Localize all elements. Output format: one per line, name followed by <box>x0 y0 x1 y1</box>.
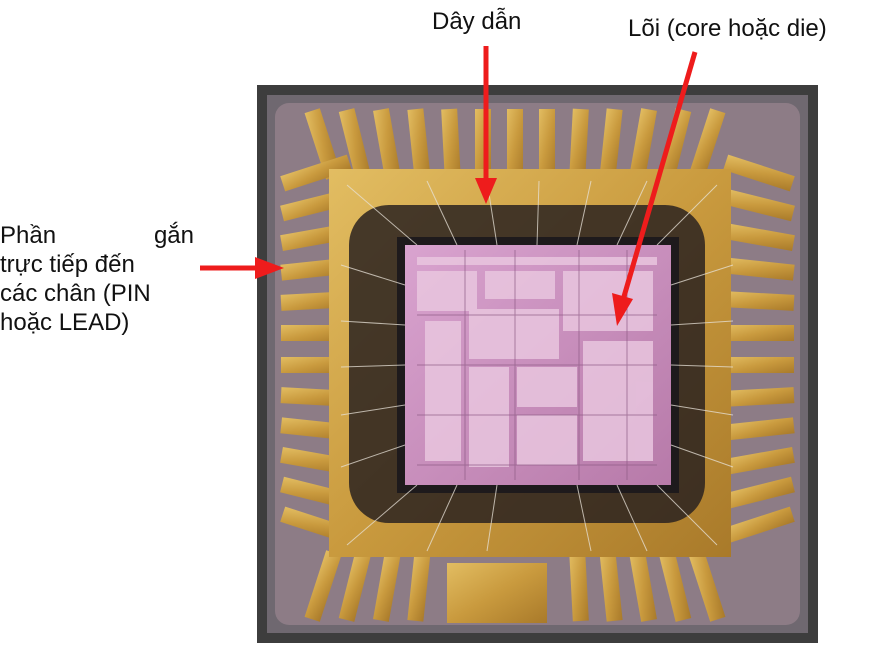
label-pin-line-1: Phần gắn <box>0 221 194 250</box>
chip-package-photo <box>257 85 818 643</box>
label-pin-line-3: các chân (PIN <box>0 280 151 307</box>
label-pin: Phần gắn trực tiếp đến các chân (PIN hoặ… <box>0 221 194 337</box>
ic-die-illustration <box>257 85 818 643</box>
label-pin-line-4: hoặc LEAD) <box>0 309 130 336</box>
label-wire: Dây dẫn <box>432 8 522 35</box>
label-pin-word-1: Phần <box>0 222 57 249</box>
label-pin-word-2: gắn <box>153 222 194 249</box>
circuit-blocks <box>417 257 657 467</box>
label-core: Lõi (core hoặc die) <box>628 15 827 42</box>
label-pin-line-2: trực tiếp đến <box>0 251 135 278</box>
